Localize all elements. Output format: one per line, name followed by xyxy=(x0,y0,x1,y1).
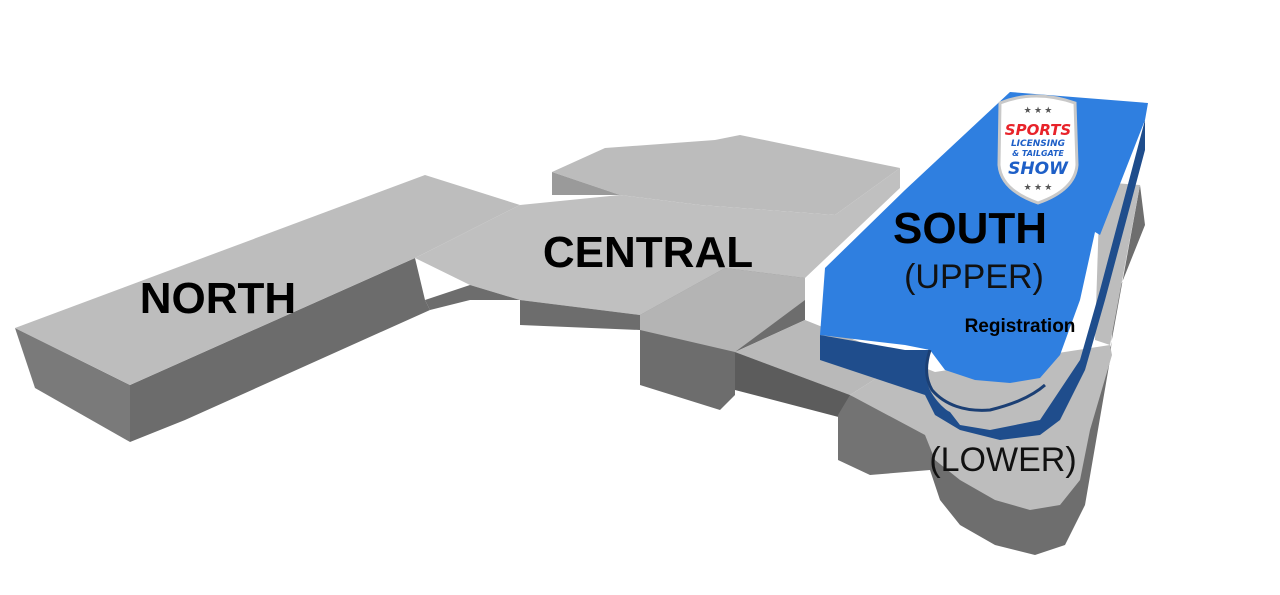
north-wing-side xyxy=(15,328,130,442)
zone-label-north: NORTH xyxy=(140,274,296,323)
logo-shield xyxy=(997,94,1079,205)
registration-label: Registration xyxy=(965,316,1076,337)
north-wing[interactable] xyxy=(15,175,520,442)
south-lower-side-left xyxy=(838,395,930,475)
central-ledge-top xyxy=(640,268,805,352)
south-upper-side xyxy=(820,120,1145,440)
central-back-top xyxy=(552,135,900,215)
south-upper-notch-side xyxy=(925,349,1046,412)
central-block[interactable] xyxy=(415,135,900,410)
zone-label-south-lower: (LOWER) xyxy=(929,441,1076,479)
logo-line-4: SHOW xyxy=(1008,159,1069,179)
zone-label-south-upper: (UPPER) xyxy=(904,258,1044,296)
north-wing-top xyxy=(15,175,520,385)
logo-line-3: & TAILGATE xyxy=(1012,149,1064,158)
sports-licensing-tailgate-show-logo: ★ ★ ★ SPORTS LICENSING & TAILGATE SHOW ★… xyxy=(997,94,1079,205)
zone-label-south: SOUTH xyxy=(893,204,1047,253)
logo-stars-top: ★ ★ ★ xyxy=(1024,105,1053,115)
south-lower-rim xyxy=(1095,182,1140,345)
logo-line-2: LICENSING xyxy=(1011,139,1065,149)
logo-stars-bottom: ★ ★ ★ xyxy=(1024,182,1053,192)
central-top xyxy=(415,168,900,315)
zone-label-central: CENTRAL xyxy=(543,228,753,277)
north-wing-front xyxy=(130,258,430,442)
central-back-side xyxy=(552,172,620,195)
logo-line-1: SPORTS xyxy=(1005,121,1071,139)
connector-side xyxy=(735,352,850,420)
